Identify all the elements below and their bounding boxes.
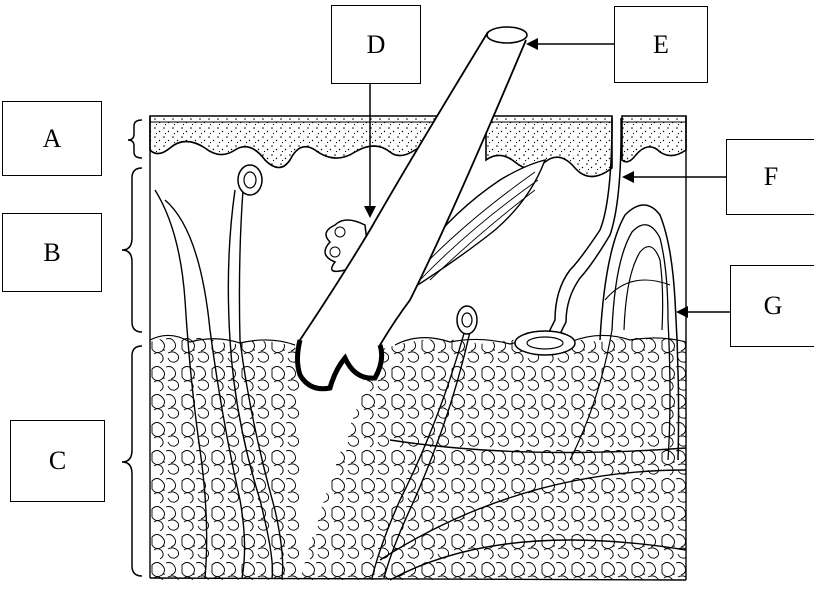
label-box-f: F [726, 139, 814, 215]
label-e-text: E [653, 30, 669, 60]
hypodermis-layer [150, 337, 686, 580]
label-box-e: E [614, 6, 708, 83]
label-box-g: G [730, 265, 814, 347]
label-c-text: C [49, 446, 66, 476]
layer-brackets [122, 120, 142, 576]
label-a-text: A [43, 124, 62, 154]
bracket-c [122, 346, 142, 576]
label-box-c: C [10, 420, 105, 502]
label-f-text: F [764, 162, 778, 192]
label-g-text: G [764, 291, 783, 321]
label-b-text: B [43, 238, 60, 268]
bracket-b [122, 168, 142, 332]
label-d-text: D [367, 30, 386, 60]
label-box-b: B [2, 213, 102, 292]
label-box-d: D [331, 5, 421, 84]
label-box-a: A [2, 101, 102, 176]
bracket-a [128, 120, 142, 158]
